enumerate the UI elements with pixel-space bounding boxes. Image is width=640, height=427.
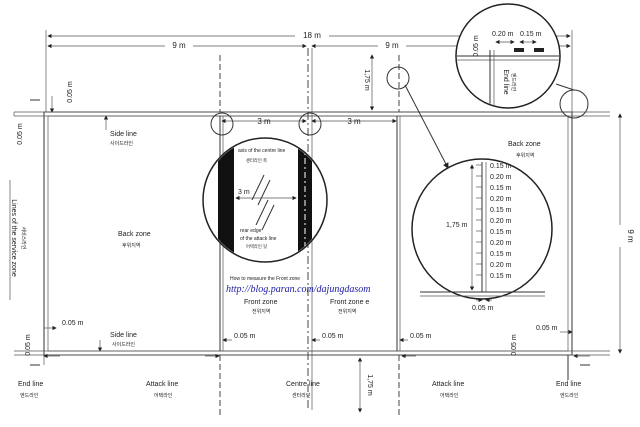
label-front-zone-right: Front zone e (330, 299, 369, 306)
right-detail: Back zone 후위지역 1,75 m 0.15 m0.20 m0.15 m… (404, 84, 553, 312)
label-back-zone-left: Back zone (118, 231, 151, 238)
right-distance-label: 0.15 m (490, 163, 512, 170)
right-distance-label: 0.15 m (490, 185, 512, 192)
rear-edge-label-kr: 어택라인 뒷 (246, 243, 267, 250)
label-005-left: 0.05 m (17, 123, 24, 145)
right-distance-label: 0.20 m (490, 218, 512, 225)
label-005-bottom-left: 0.05 m (25, 334, 32, 356)
label-005-right-vertical: 0.05 m (511, 334, 518, 356)
top-dash-label: 0.15 m (520, 31, 542, 38)
label-side-line-bottom-kr: 사이드라인 (112, 341, 135, 348)
top-detail: 0.20 m 0.15 m 0.05 m End line 엔드라인 (455, 3, 575, 109)
bottom-labels: End line 엔드라인 Attack line 어택라인 Centre li… (18, 353, 590, 413)
label-attack-line-left: Attack line (146, 381, 178, 388)
right-distance-label: 0.15 m (490, 251, 512, 258)
right-total-label: 1,75 m (446, 222, 468, 229)
right-distance-label: 0.20 m (490, 174, 512, 181)
right-distance-label: 0.20 m (490, 196, 512, 203)
marker-circle-left (210, 112, 234, 136)
label-3m-left: 3 m (257, 117, 271, 126)
label-side-line-top-kr: 사이드라인 (110, 140, 133, 147)
label-attack-line-left-kr: 어택라인 (154, 392, 173, 399)
label-175-bottom: 1,75 m (366, 374, 373, 396)
marker-circle-corner (559, 89, 589, 119)
front-zone-labels: How to measure the Front zone http://blo… (222, 276, 573, 356)
attack-line-band (218, 139, 234, 261)
label-end-line-left-kr: 엔드라인 (20, 392, 39, 399)
label-end-line-right: End line (556, 381, 581, 388)
label-back-zone-left-kr: 후위지역 (122, 242, 140, 249)
label-side-line-top: Side line (110, 131, 137, 138)
right-width-label: 0.05 m (472, 305, 494, 312)
label-centre-line-kr: 센터라인 (292, 392, 311, 399)
label-front-zone-left-kr: 전위지역 (252, 308, 270, 315)
right-distance-label: 0.15 m (490, 207, 512, 214)
centre-distance-label: 3 m (238, 189, 250, 196)
right-distance-label: 0.20 m (490, 262, 512, 269)
label-end-line-right-kr: 엔드라인 (560, 392, 579, 399)
label-front-zone-left: Front zone (244, 299, 278, 306)
right-distance-label: 0.20 m (490, 240, 512, 247)
label-centre-line: Centre line (286, 381, 320, 388)
label-back-zone-right-kr: 후위지역 (516, 152, 534, 159)
top-gap-label: 0.20 m (492, 31, 514, 38)
centre-detail: axis of the centre line 센터라인 축 3 m rear … (202, 137, 328, 263)
marker-circle-right (386, 66, 410, 90)
label-005-attack-right: 0.05 m (410, 333, 432, 340)
marker-circle-centre (298, 112, 322, 136)
rear-edge-label-1: rear edge (240, 228, 262, 234)
left-labels: 0.05 m Lines of the service zone 서비스라인 0… (9, 112, 151, 356)
label-attack-line-right: Attack line (432, 381, 464, 388)
centre-axis-label: axis of the centre line (238, 148, 285, 154)
label-front-zone-right-kr: 전위지역 (338, 308, 356, 315)
label-18m: 18 m (303, 31, 321, 40)
label-side-line-bottom: Side line (110, 332, 137, 339)
centre-axis-label-kr: 센터라인 축 (246, 157, 267, 164)
label-service-zone: Lines of the service zone (10, 199, 17, 277)
label-service-zone-kr: 서비스라인 (20, 226, 27, 249)
label-005-top-left: 0.05 m (67, 81, 74, 103)
right-distance-label: 0.15 m (490, 273, 512, 280)
right-distance-label: 0.15 m (490, 229, 512, 236)
label-9m-right: 9 m (385, 41, 399, 50)
rear-edge-label-2: of the attack line (240, 236, 277, 242)
label-9m-left: 9 m (172, 41, 186, 50)
label-005-bottom-right: 0.05 m (536, 325, 558, 332)
label-back-zone-right: Back zone (508, 141, 541, 148)
label-9m-side: 9 m (626, 229, 635, 243)
label-attack-line-right-kr: 어택라인 (440, 392, 459, 399)
label-measure-caption: How to measure the Front zone (230, 276, 300, 282)
court (14, 48, 610, 415)
label-175-top: 1,75 m (363, 69, 370, 91)
label-005-centre: 0.05 m (322, 333, 344, 340)
label-3m-right: 3 m (347, 117, 361, 126)
label-005-bottom-line: 0.05 m (62, 320, 84, 327)
label-005-attack-left: 0.05 m (234, 333, 256, 340)
top-end-line-label-kr: 엔드라인 (510, 73, 517, 92)
top-width-label: 0.05 m (473, 35, 480, 57)
top-end-line-label: End line (502, 69, 509, 94)
label-url: http://blog.paran.com/dajungdasom (226, 284, 370, 295)
label-end-line-left: End line (18, 381, 43, 388)
right-distance-list: 0.15 m 0.20 m 0.15 m 0.20 m 0.15 m 0.20 m 0.15… (476, 163, 512, 280)
